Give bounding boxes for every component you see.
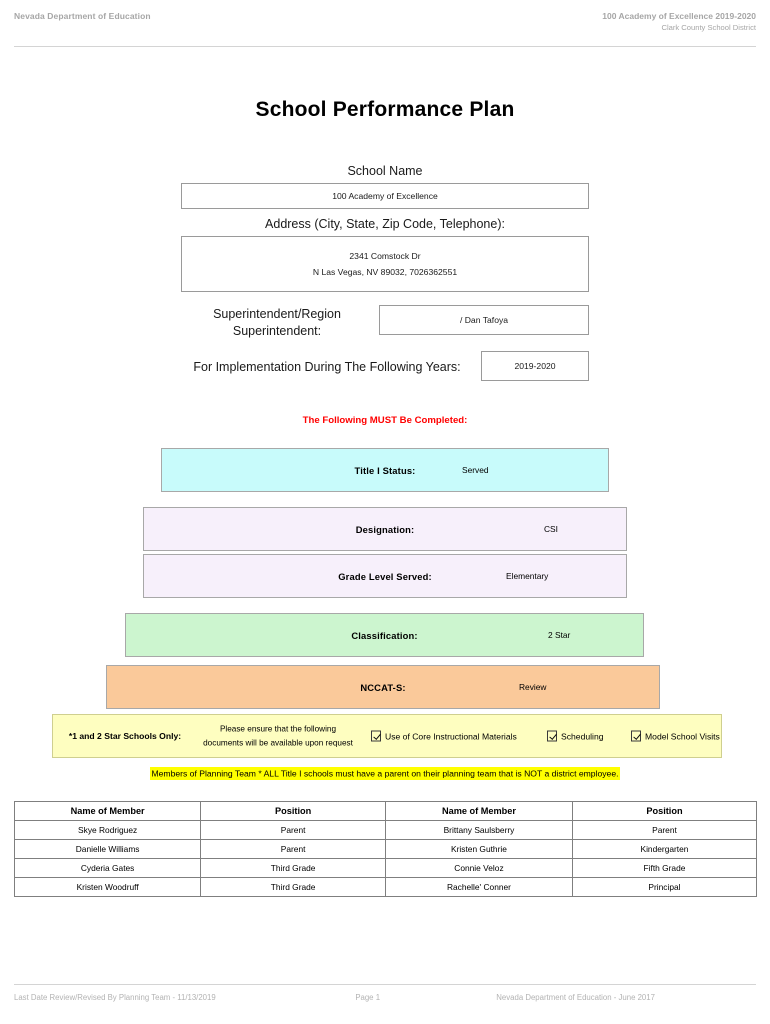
header-school-info: 100 Academy of Excellence 2019-2020 Clar… [602,11,756,35]
star-schools-note-line-1: Please ensure that the following [219,724,337,734]
table-cell: Principal [571,877,758,897]
status-label-grade-level: Grade Level Served: [338,570,432,582]
table-cell: Brittany Saulsberry [384,820,573,840]
school-name-label: School Name [347,164,423,178]
address-line-1: 2341 Comstock Dr [349,250,421,261]
checkmark-icon [547,730,557,742]
checkbox-core-instructional-materials[interactable]: Use of Core Instructional Materials [371,730,517,742]
table-cell: Kristen Guthrie [384,839,573,859]
status-label-classification: Classification: [351,629,418,641]
status-row-title-i[interactable]: Title I Status: Served [161,448,609,492]
star-schools-note-line-2: documents will be available upon request [203,738,353,747]
superintendent-label-line-1: Superintendent/Region [213,307,341,321]
checkbox-label-core-instructional-materials: Use of Core Instructional Materials [385,731,517,741]
address-line-2: N Las Vegas, NV 89032, 7026362551 [312,267,458,277]
status-value-title-i: Served [462,465,489,475]
status-value-designation: CSI [544,524,558,534]
table-cell: Parent [571,820,758,840]
school-name-field[interactable]: 100 Academy of Excellence [181,183,589,209]
checkbox-scheduling[interactable]: Scheduling [547,730,604,742]
address-field[interactable]: 2341 Comstock Dr N Las Vegas, NV 89032, … [181,236,589,292]
implementation-years-label: For Implementation During The Following … [193,360,461,374]
superintendent-value: / Dan Tafoya [459,314,509,325]
footer-revision-date: Last Date Review/Revised By Planning Tea… [14,993,216,1002]
table-cell: Third Grade [200,877,386,897]
checkbox-label-model-school-visits: Model School Visits [645,731,720,741]
table-cell: Rachelle' Conner [384,877,573,897]
checkmark-icon [631,730,641,742]
table-cell: Parent [200,839,386,859]
status-label-title-i: Title I Status: [354,464,416,476]
checkmark-icon [371,730,381,742]
status-row-nccat-s[interactable]: NCCAT-S: Review [106,665,660,709]
checkbox-model-school-visits[interactable]: Model School Visits [631,730,720,742]
address-label: Address (City, State, Zip Code, Telephon… [265,217,505,231]
page-footer: Last Date Review/Revised By Planning Tea… [14,984,756,1002]
table-cell: Kristen Woodruff [13,877,202,897]
planning-team-note: Members of Planning Team * ALL Title I s… [0,766,770,780]
table-cell: Fifth Grade [571,858,758,878]
status-label-designation: Designation: [355,523,415,535]
table-cell: Skye Rodriguez [13,820,202,840]
implementation-years-value: 2019-2020 [514,360,556,371]
table-cell: Cyderia Gates [13,858,202,878]
header-divider [14,46,756,47]
status-value-grade-level: Elementary [506,571,549,581]
table-cell: Connie Veloz [384,858,573,878]
star-schools-title: *1 and 2 Star Schools Only: [68,731,182,741]
column-header-name-1: Name of Member [13,801,202,821]
status-label-nccat-s: NCCAT-S: [360,681,406,693]
status-row-classification[interactable]: Classification: 2 Star [125,613,644,657]
header-school-year: 100 Academy of Excellence 2019-2020 [602,11,756,21]
planning-team-note-text: Members of Planning Team * ALL Title I s… [150,766,620,780]
planning-team-table: Name of Member Position Name of Member P… [13,801,758,897]
table-cell: Danielle Williams [13,839,202,859]
header-agency-name: Nevada Department of Education [14,11,151,21]
superintendent-label-line-2: Superintendent: [232,323,322,338]
column-header-position-1: Position [200,801,386,821]
star-schools-bar: *1 and 2 Star Schools Only: Please ensur… [52,714,722,758]
must-complete-notice: The Following MUST Be Completed: [302,415,468,426]
superintendent-label: Superintendent/Region Superintendent: [181,306,373,340]
status-value-classification: 2 Star [548,630,571,640]
column-header-name-2: Name of Member [384,801,573,821]
school-name-value: 100 Academy of Excellence [332,190,438,201]
checkbox-label-scheduling: Scheduling [561,731,604,741]
column-header-position-2: Position [571,801,758,821]
footer-page-number: Page 1 [355,993,381,1002]
table-cell: Parent [200,820,386,840]
page-header: Nevada Department of Education 100 Acade… [0,0,770,46]
implementation-years-field[interactable]: 2019-2020 [481,351,589,381]
page-title: School Performance Plan [255,98,515,121]
table-cell: Third Grade [200,858,386,878]
header-district: Clark County School District [661,23,756,33]
table-header-row: Name of Member Position Name of Member P… [13,801,758,821]
superintendent-field[interactable]: / Dan Tafoya [379,305,589,335]
status-row-designation[interactable]: Designation: CSI [143,507,627,551]
footer-source: Nevada Department of Education - June 20… [496,993,655,1002]
status-value-nccat-s: Review [519,682,547,692]
status-row-grade-level[interactable]: Grade Level Served: Elementary [143,554,627,598]
star-schools-note: Please ensure that the following documen… [193,722,363,749]
table-cell: Kindergarten [571,839,758,859]
